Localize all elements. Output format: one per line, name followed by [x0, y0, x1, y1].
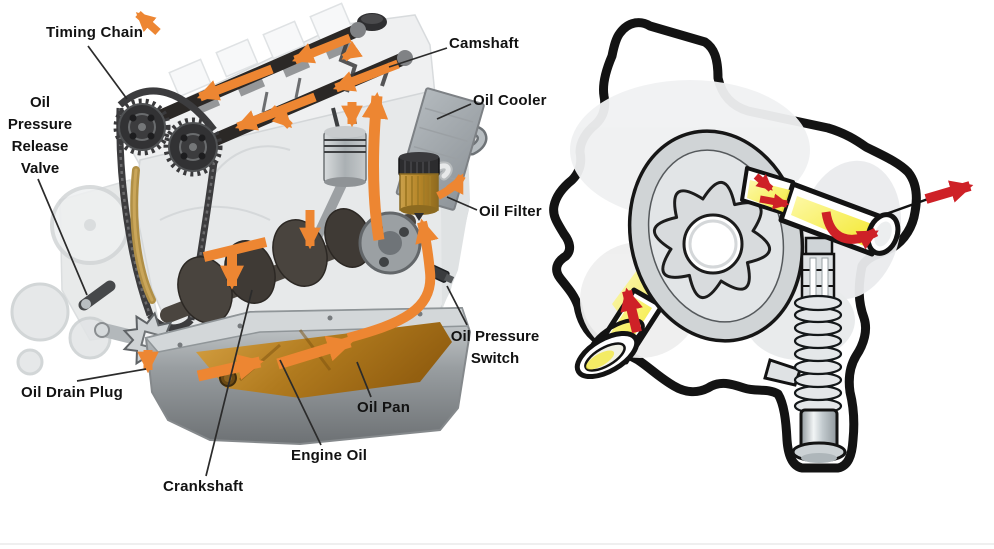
gerotor-inner-rotor: [652, 180, 772, 300]
pump-flow-arrows: [620, 173, 974, 334]
exhaust-sprocket: [163, 117, 223, 177]
drain-plug-leader: [76, 368, 147, 382]
pressure-switch-leader: [446, 285, 468, 326]
oil-filter: [398, 152, 453, 221]
crankshaft-label: Crankshaft: [163, 478, 244, 495]
flow-arrow: [361, 92, 389, 241]
flow-arrow: [291, 33, 352, 65]
front-pulleys: [10, 185, 130, 376]
oil-pressure-release-valve: [78, 280, 116, 311]
camshaft-leader: [388, 47, 448, 68]
pump-outlet-curved-arrow: [821, 211, 879, 250]
oprv-line-2: Pressure: [7, 116, 73, 133]
timing-sprockets: [113, 98, 223, 177]
flow-arrow: [341, 40, 363, 62]
oil-cooler-label: Oil Cooler: [473, 92, 547, 109]
oil-drain-plug-label: Oil Drain Plug: [21, 384, 123, 401]
flow-arrow: [196, 64, 274, 102]
oil-flow-arrows: [135, 11, 466, 382]
oil-pump-detail: [549, 18, 974, 473]
oil-pressure-switch-label: Oil Pressure Switch: [450, 326, 540, 370]
image-bottom-edge: [0, 543, 994, 545]
flow-arrow: [202, 237, 268, 262]
oil-filter-label: Oil Filter: [479, 203, 542, 220]
pump-flow-arrow: [759, 193, 790, 210]
oprv-line-3: Release: [11, 138, 69, 155]
oil-pressure-release-valve-label: Oil Pressure Release Valve: [2, 92, 78, 180]
intake-sprocket: [113, 98, 171, 156]
oil-pan-leader: [356, 361, 372, 398]
flywheel-end: [358, 211, 422, 275]
oil-filter-leader: [446, 196, 478, 211]
pressure-relief-valve-plunger: [791, 408, 847, 463]
flow-arrow: [269, 105, 293, 129]
pump-exit-arrow: [924, 180, 974, 204]
ops-line-1: Oil Pressure: [450, 328, 540, 345]
flow-arrow: [135, 11, 161, 35]
oil-pan-label: Oil Pan: [357, 399, 411, 416]
pump-inlet-arrow: [620, 287, 643, 334]
engine-oil-label: Engine Oil: [291, 447, 368, 464]
pressure-relief-valve-spring: [793, 294, 843, 415]
flow-arrow: [332, 59, 400, 93]
camshaft-label: Camshaft: [449, 35, 519, 52]
flow-arrow: [276, 335, 354, 370]
oil-cooler-leader: [436, 103, 472, 120]
leader-lines: [37, 45, 478, 477]
crankshaft-leader: [205, 289, 253, 477]
pressure-relief-valve: [763, 236, 847, 463]
oil-pan: [144, 306, 472, 446]
timing-chain-leader: [87, 45, 128, 100]
ops-line-2: Switch: [470, 350, 520, 367]
outlet-line: [885, 197, 929, 216]
oprv-line-4: Valve: [20, 160, 60, 177]
pump-flow-arrow: [753, 173, 774, 192]
oprv-line-1: Oil: [29, 94, 50, 111]
release-valve-leader: [37, 178, 88, 296]
flow-arrow: [346, 218, 439, 343]
engine-oil-leader: [279, 359, 322, 446]
flow-arrow: [436, 173, 466, 200]
flow-arrow: [196, 354, 264, 382]
timing-chain-label: Timing Chain: [46, 24, 144, 41]
